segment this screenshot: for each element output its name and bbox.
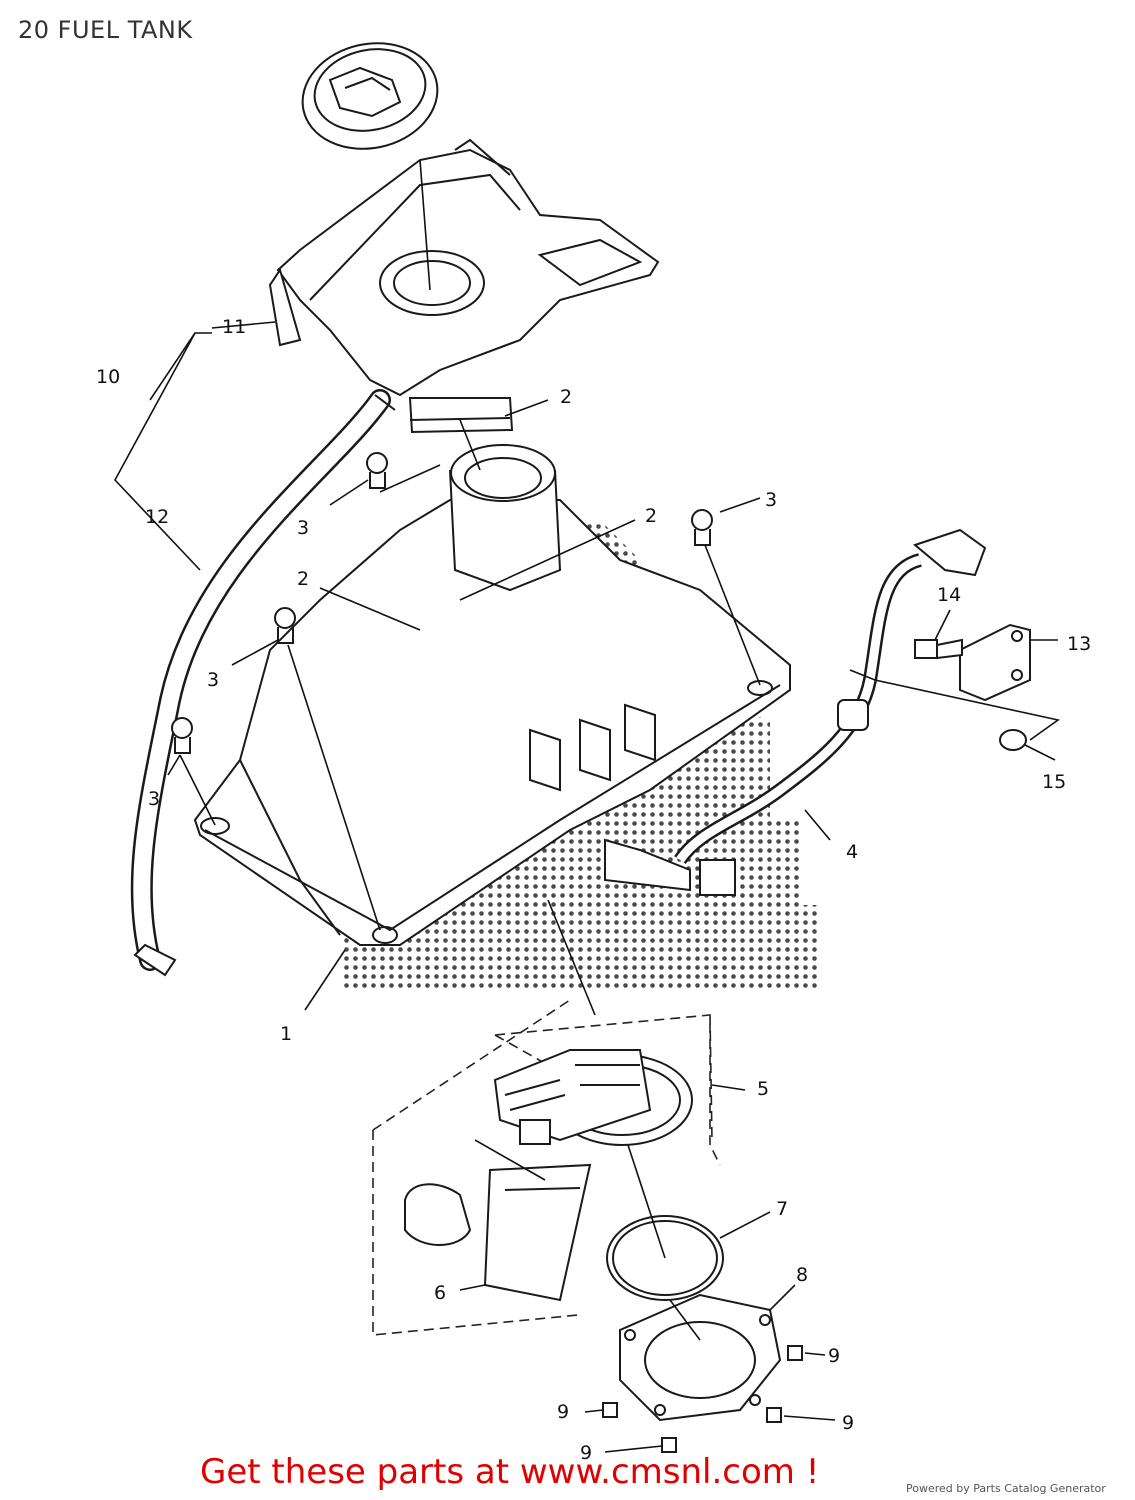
- leader-lines: [114, 159, 1058, 1453]
- callout-9c: 9: [842, 1412, 854, 1434]
- fuel-cap: [301, 42, 439, 150]
- tank-cover: [268, 138, 660, 397]
- callout-6: 6: [434, 1282, 446, 1304]
- callout-9a: 9: [828, 1345, 840, 1367]
- callout-8: 8: [796, 1264, 808, 1286]
- callout-11: 11: [222, 316, 246, 338]
- callout-3b: 3: [765, 489, 777, 511]
- callout-2b: 2: [645, 505, 657, 527]
- callout-12: 12: [145, 506, 169, 528]
- callout-3d: 3: [148, 788, 160, 810]
- cmsnl-link[interactable]: Get these parts at www.cmsnl.com !: [200, 1452, 820, 1492]
- callout-5: 5: [757, 1078, 769, 1100]
- bolts-3: [171, 452, 713, 754]
- fuel-hose: [604, 528, 987, 896]
- page-title: 20 FUEL TANK: [18, 16, 193, 44]
- callout-4: 4: [846, 841, 858, 863]
- fuel-tank: [193, 444, 791, 946]
- powered-by-text: Powered by Parts Catalog Generator: [906, 1482, 1106, 1495]
- callout-14: 14: [937, 584, 961, 606]
- callout-3a: 3: [297, 517, 309, 539]
- fuel-pump-assembly: [372, 999, 721, 1336]
- callout-10: 10: [96, 366, 120, 388]
- breather-hose: [130, 389, 396, 977]
- callout-15: 15: [1042, 771, 1066, 793]
- callout-3c: 3: [207, 669, 219, 691]
- callout-numbers: 1 2 2 2 3 3 3 3 4 5 6 7 8 9 9 9 9 10 11 …: [96, 316, 1091, 1464]
- callout-2c: 2: [297, 568, 309, 590]
- callout-13: 13: [1067, 633, 1091, 655]
- callout-1: 1: [280, 1023, 292, 1045]
- callout-9b: 9: [557, 1401, 569, 1423]
- screws-9: [602, 1345, 803, 1453]
- bracket-assembly: [849, 623, 1060, 751]
- callout-7: 7: [776, 1198, 788, 1220]
- callout-2a: 2: [560, 386, 572, 408]
- locking-ring: [606, 1215, 724, 1301]
- callout-9d: 9: [580, 1442, 592, 1464]
- fuel-pump-gasket: [619, 1293, 782, 1422]
